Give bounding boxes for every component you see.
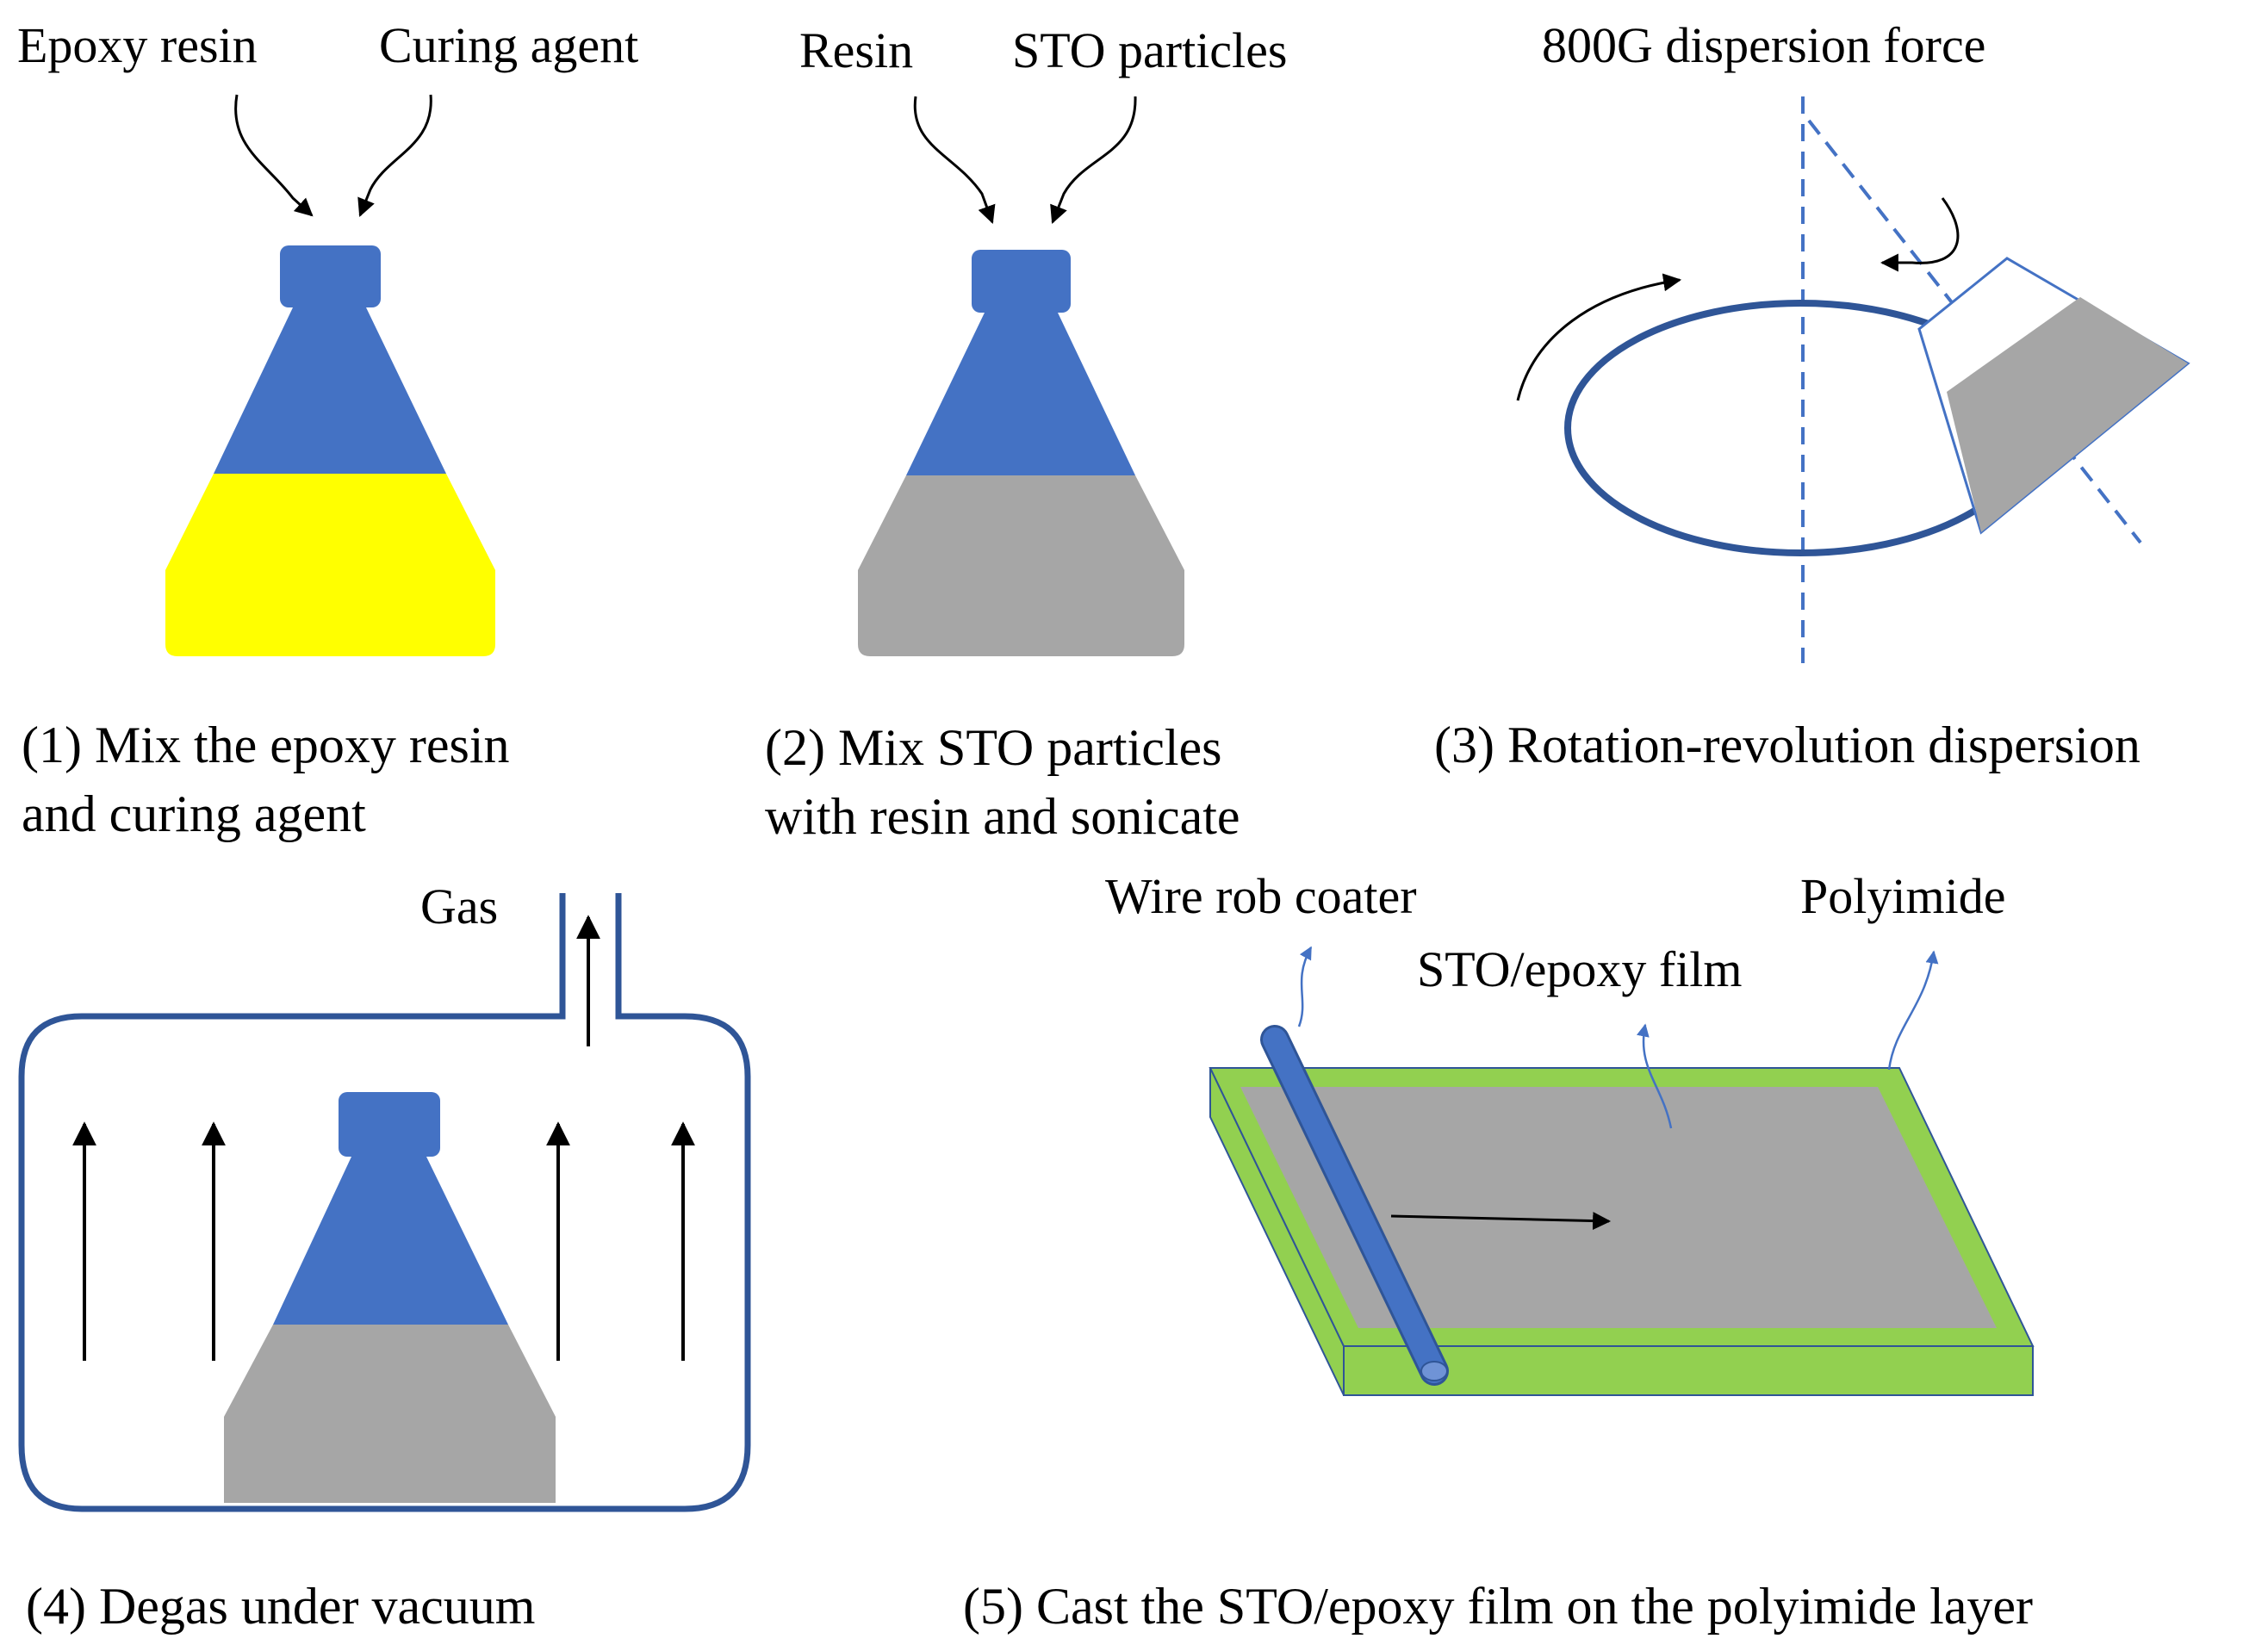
flask-icon <box>224 1092 556 1503</box>
film-pointer <box>1637 1023 1673 1129</box>
step1-panel: Epoxy resin Curing agent (1) Mix the epo… <box>17 17 638 842</box>
step1-input-curing-agent: Curing agent <box>379 17 638 73</box>
flask-icon <box>858 250 1184 656</box>
step4-panel: Gas (4) Degas under vacuum <box>18 878 751 1635</box>
step3-panel: 800G dispersion force (3) Rotation-revol… <box>1434 17 2190 773</box>
polyimide-pointer <box>1887 950 1939 1071</box>
step5-polyimide-label: Polyimide <box>1800 868 2005 924</box>
arrow-icon <box>913 96 996 224</box>
rotation-arrow <box>1880 197 1960 272</box>
step4-gas-label: Gas <box>420 878 498 934</box>
step5-caption: (5) Cast the STO/epoxy film on the polyi… <box>963 1578 2033 1635</box>
step2-caption-line2: with resin and sonicate <box>765 788 1240 845</box>
step1-caption-line2: and curing agent <box>22 785 366 842</box>
step3-caption: (3) Rotation-revolution dispersion <box>1434 717 2141 773</box>
wire-rod-coater <box>1260 1025 1449 1386</box>
sto-epoxy-film <box>1240 1087 1997 1328</box>
coater-pointer <box>1297 946 1313 1027</box>
coating-direction-arrow <box>1390 1212 1612 1231</box>
arrow-icon <box>357 94 432 217</box>
tilted-flask-icon <box>1917 257 2190 535</box>
step5-panel: Wire rob coater STO/epoxy film Polyimide… <box>963 868 2035 1635</box>
step5-film-label: STO/epoxy film <box>1417 941 1743 997</box>
step1-caption-line1: (1) Mix the epoxy resin <box>22 717 510 773</box>
arrow-icon <box>1050 96 1137 224</box>
polyimide-tray <box>1209 1067 2035 1396</box>
step1-input-epoxy-resin: Epoxy resin <box>17 17 258 73</box>
step2-caption-line1: (2) Mix STO particles <box>765 719 1221 776</box>
step2-input-resin: Resin <box>799 22 913 78</box>
step4-caption: (4) Degas under vacuum <box>26 1578 535 1635</box>
step3-force-label: 800G dispersion force <box>1542 17 1985 73</box>
arrow-icon <box>234 94 314 217</box>
vacuum-chamber <box>18 893 751 1512</box>
flask-icon <box>165 245 495 656</box>
tilted-axis <box>1807 119 2142 544</box>
step2-panel: Resin STO particles (2) Mix STO particle… <box>765 22 1287 845</box>
step2-input-sto-particles: STO particles <box>1012 22 1287 78</box>
revolution-arrow <box>1516 273 1682 401</box>
step5-coater-label: Wire rob coater <box>1105 868 1417 924</box>
